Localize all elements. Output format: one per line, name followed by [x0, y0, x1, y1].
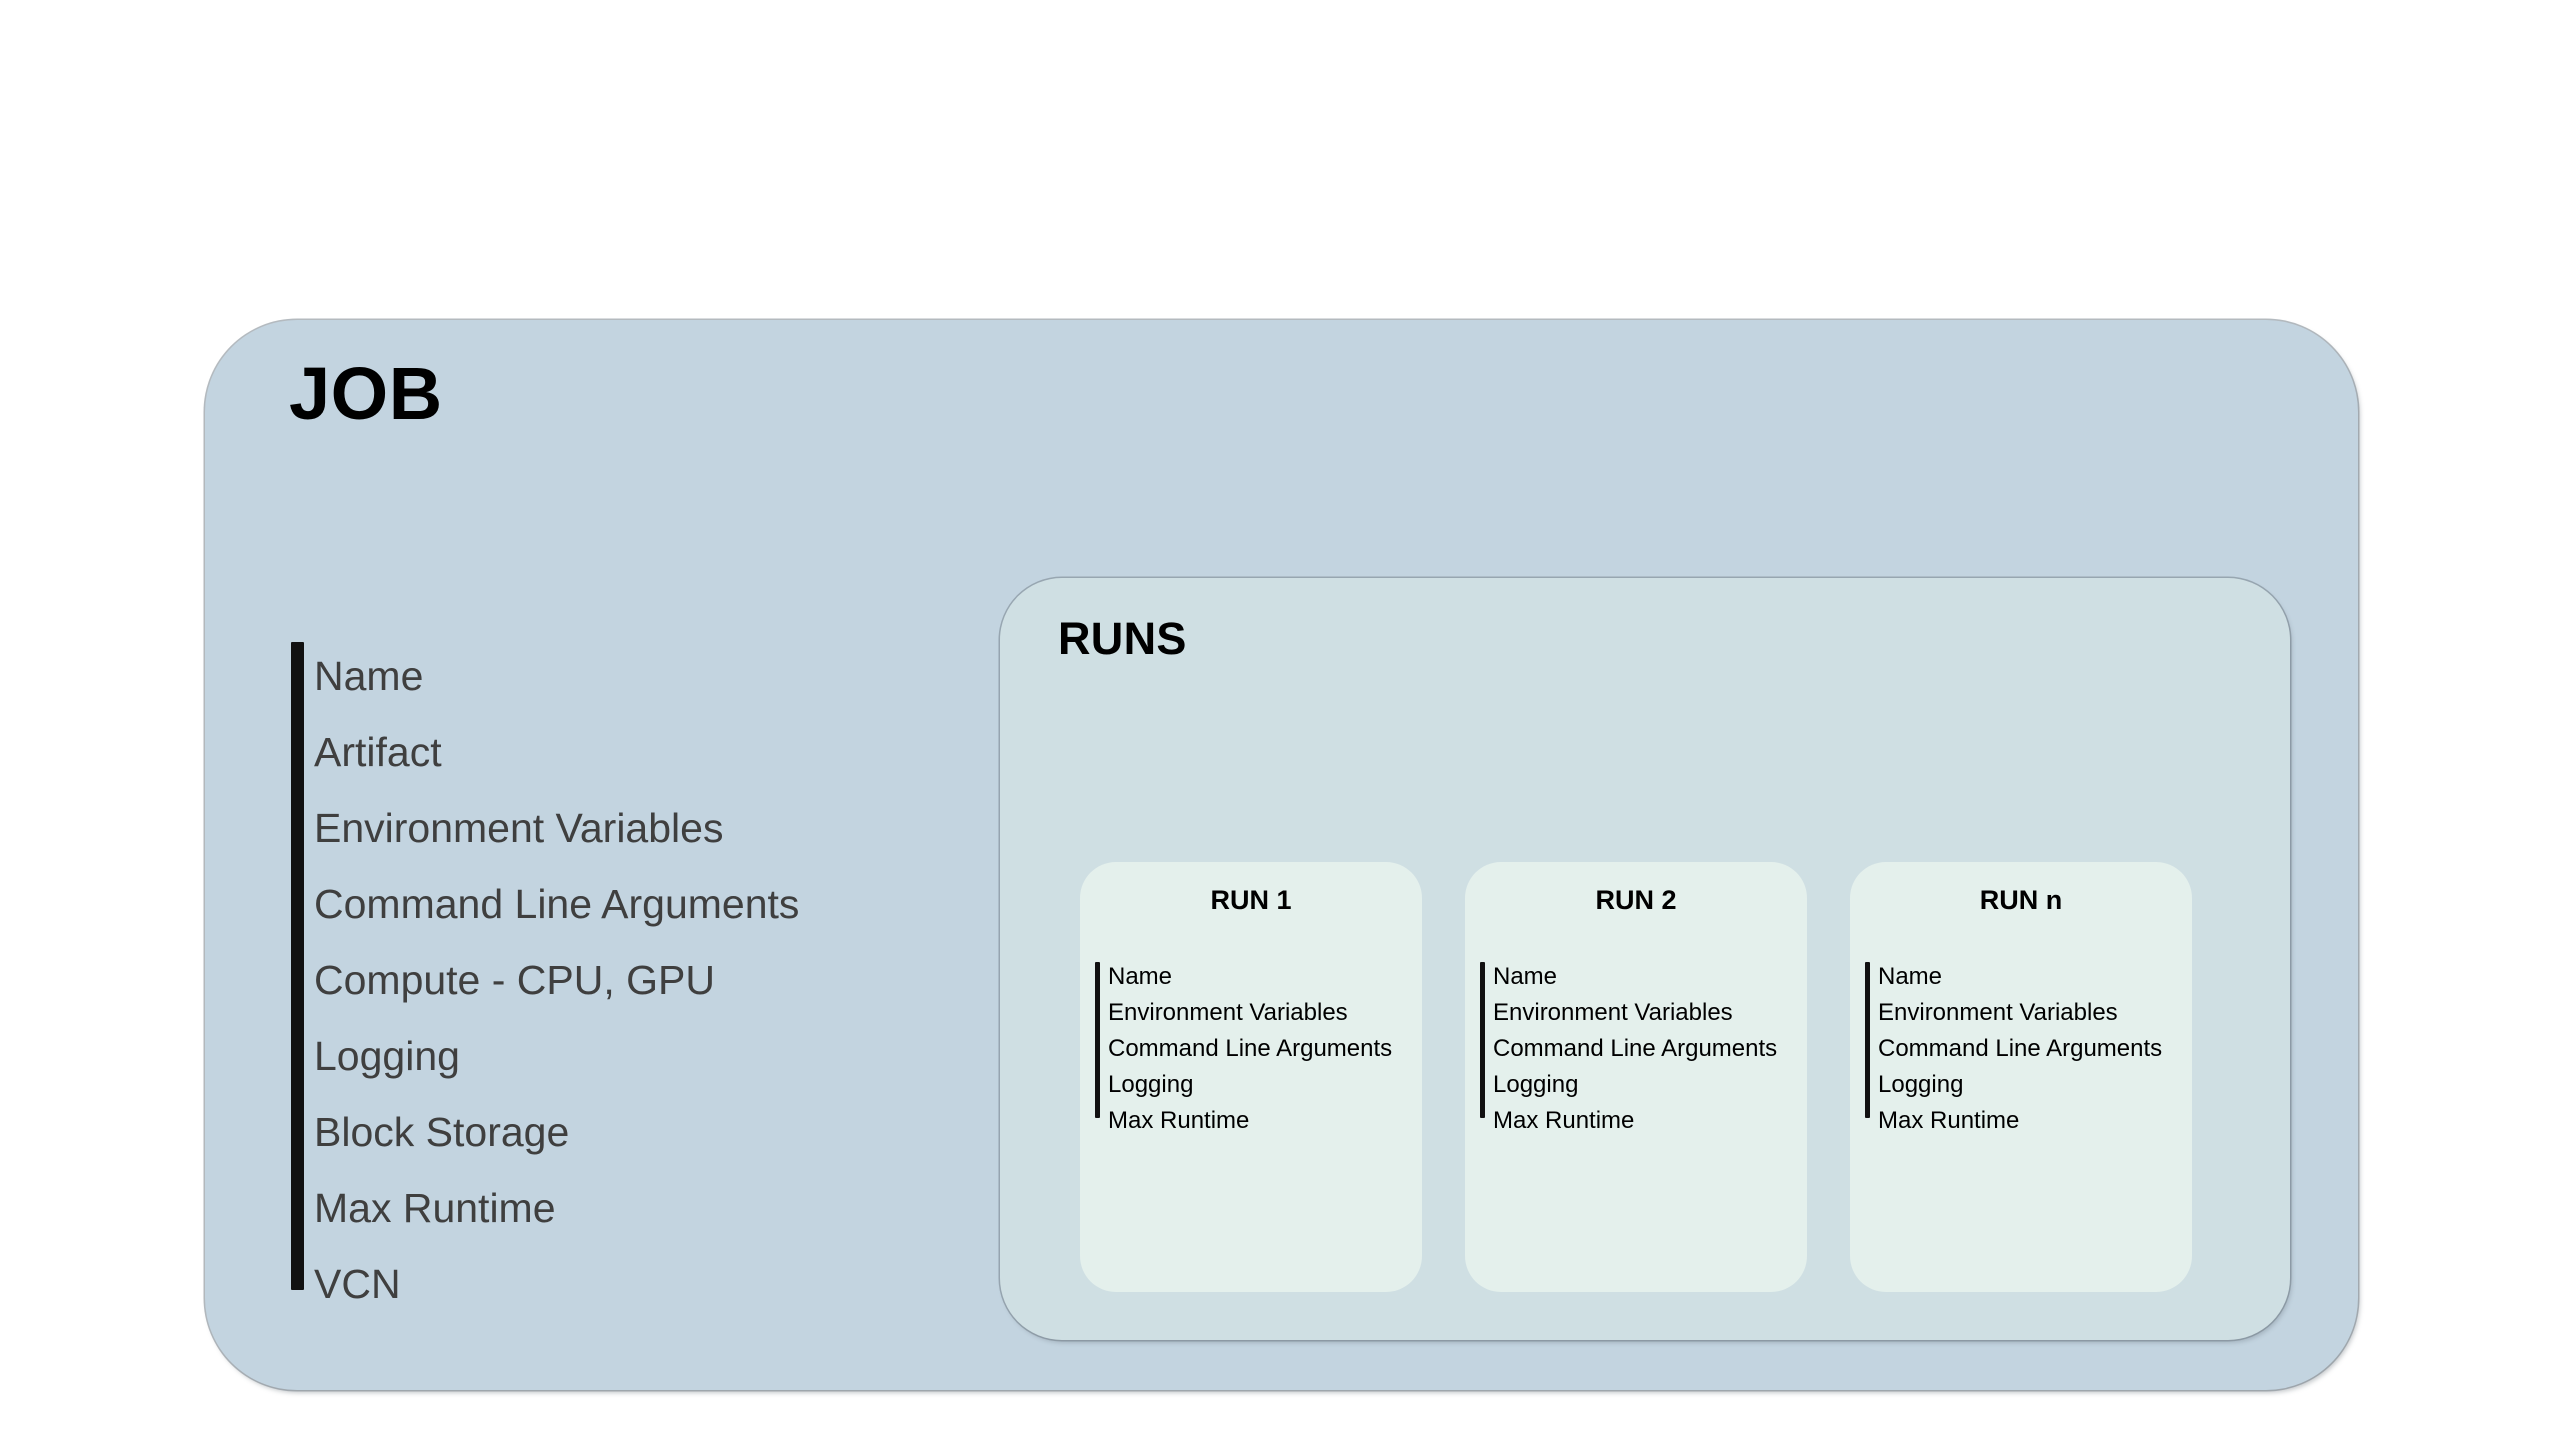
run-list-accent-bar — [1865, 962, 1870, 1118]
list-item: Environment Variables — [1878, 999, 2118, 1026]
list-item: Name — [1493, 963, 1558, 990]
run-card-title: RUN 2 — [1595, 885, 1677, 915]
list-item: Command Line Arguments — [1108, 1035, 1393, 1062]
job-container: JOB Name Artifact Environment Variables … — [205, 320, 2358, 1390]
list-item: Environment Variables — [314, 805, 724, 851]
run-card-2: RUN 2 Name Environment Variables Command… — [1465, 862, 1807, 1292]
list-item: Command Line Arguments — [1493, 1035, 1778, 1062]
list-item: Command Line Arguments — [1878, 1035, 2163, 1062]
run-list-accent-bar — [1095, 962, 1100, 1118]
list-item: Logging — [1878, 1071, 1964, 1098]
run-list-items: Name Environment Variables Command Line … — [1878, 959, 2162, 1139]
list-item: Logging — [1493, 1071, 1579, 1098]
run-list-items: Name Environment Variables Command Line … — [1493, 959, 1777, 1139]
list-item: Max Runtime — [314, 1185, 556, 1231]
list-item: Block Storage — [314, 1109, 570, 1155]
runs-card-row: RUN 1 Name Environment Variables Command… — [1080, 862, 2290, 1292]
list-item: Max Runtime — [1878, 1107, 2020, 1134]
run-card-1: RUN 1 Name Environment Variables Command… — [1080, 862, 1422, 1292]
job-title: JOB — [289, 352, 443, 435]
list-item: Command Line Arguments — [314, 881, 800, 927]
list-item: VCN — [314, 1261, 401, 1307]
list-item: Max Runtime — [1108, 1107, 1250, 1134]
run-card-title: RUN 1 — [1210, 885, 1292, 915]
runs-title: RUNS — [1058, 613, 1187, 664]
list-item: Compute - CPU, GPU — [314, 957, 715, 1003]
run-list-items: Name Environment Variables Command Line … — [1108, 959, 1392, 1139]
job-list-items: Name Artifact Environment Variables Comm… — [314, 638, 799, 1322]
list-item: Name — [314, 653, 424, 699]
list-item: Environment Variables — [1108, 999, 1348, 1026]
list-item: Name — [1108, 963, 1173, 990]
job-list-accent-bar — [291, 642, 304, 1290]
runs-container: RUNS RUN 1 Name Environment Variables Co… — [1000, 578, 2290, 1340]
list-item: Max Runtime — [1493, 1107, 1635, 1134]
run-list-accent-bar — [1480, 962, 1485, 1118]
list-item: Logging — [314, 1033, 460, 1079]
list-item: Artifact — [314, 729, 442, 775]
list-item: Name — [1878, 963, 1943, 990]
run-card-title: RUN n — [1979, 885, 2063, 915]
run-card-n: RUN n Name Environment Variables Command… — [1850, 862, 2192, 1292]
list-item: Logging — [1108, 1071, 1194, 1098]
list-item: Environment Variables — [1493, 999, 1733, 1026]
